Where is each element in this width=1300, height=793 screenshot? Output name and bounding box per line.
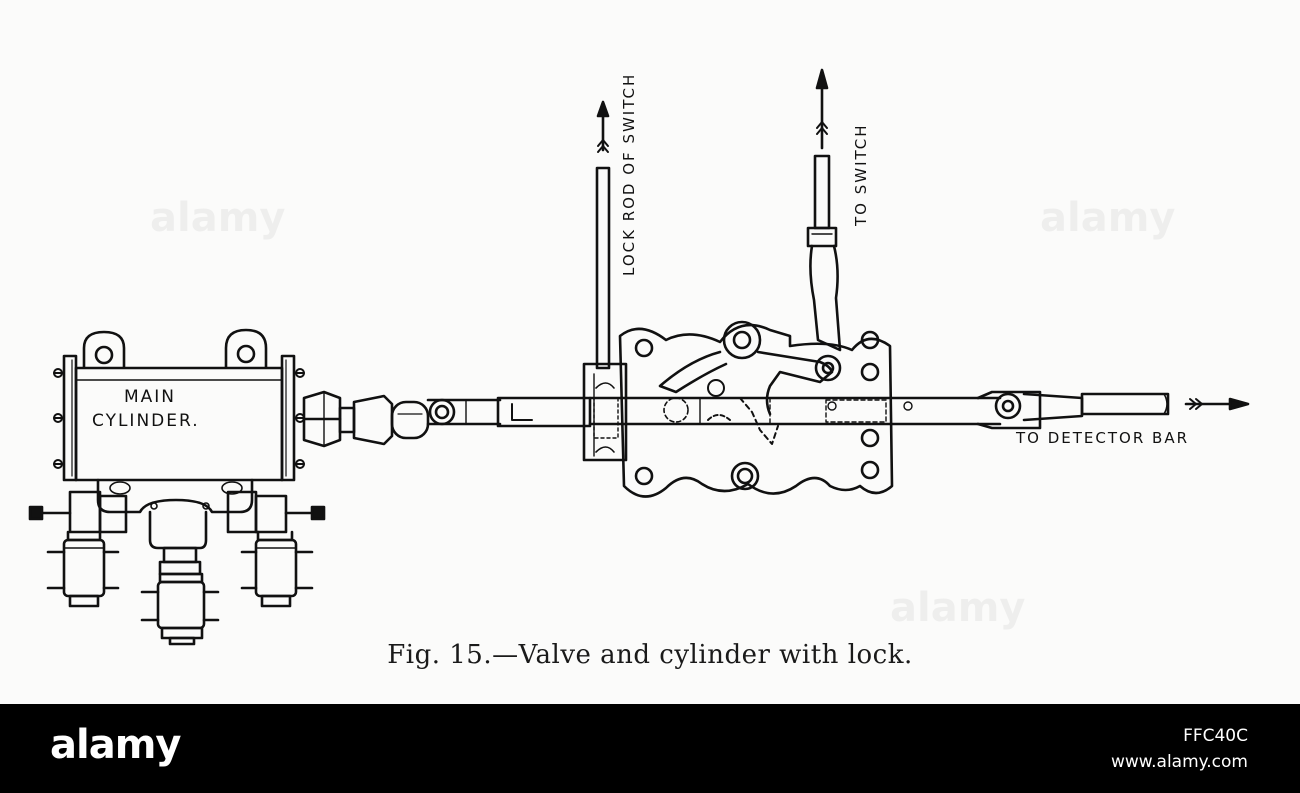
switch-rod <box>806 68 842 352</box>
detector-bar-arrow <box>1184 397 1250 411</box>
main-cylinder-label-line1: MAIN <box>124 387 176 407</box>
piston-rod <box>338 394 592 446</box>
to-detector-bar-label: TO DETECTOR BAR <box>1015 429 1189 447</box>
figure-caption: Fig. 15.—Valve and cylinder with lock. <box>387 640 913 670</box>
lock-rod-label: LOCK ROD OF SWITCH <box>620 73 638 276</box>
main-cylinder <box>53 328 342 482</box>
main-cylinder-label-line2: CYLINDER. <box>92 411 200 431</box>
image-id: FFC40C <box>1183 726 1248 746</box>
watermark: alamy <box>150 195 286 241</box>
detector-rod <box>588 390 1170 430</box>
credit-bar: alamy FFC40C www.alamy.com <box>0 704 1300 793</box>
credit-logo: alamy <box>50 722 181 768</box>
lock-plate <box>582 320 894 498</box>
valve-cylinder-diagram: MAIN CYLINDER. LOCK ROD OF SWITCH TO SWI… <box>28 68 1250 646</box>
valve-assembly <box>28 478 326 646</box>
watermark: alamy <box>890 585 1026 631</box>
credit-site: www.alamy.com <box>1110 752 1248 772</box>
lock-rod-of-switch <box>595 100 611 370</box>
to-switch-label: TO SWITCH <box>852 123 870 227</box>
watermark: alamy <box>1040 195 1176 241</box>
